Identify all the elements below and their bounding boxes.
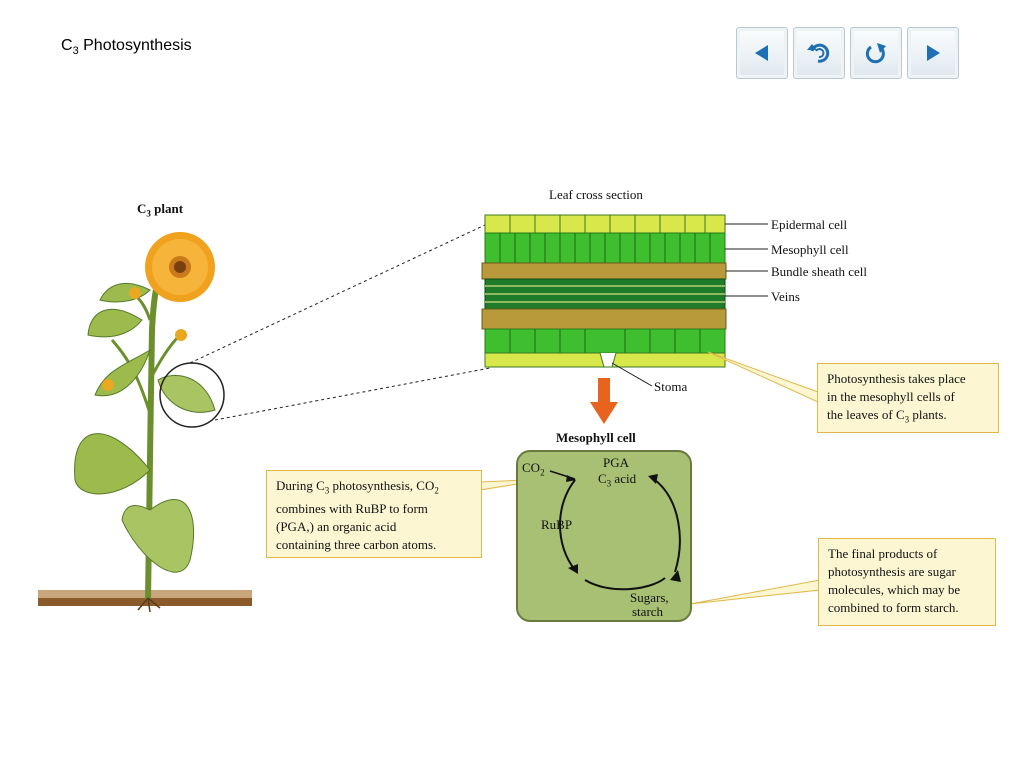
final-products-info-box: The final products of photosynthesis are… — [818, 538, 996, 626]
mesophyll-info-line-1: Photosynthesis takes place — [827, 371, 966, 386]
leaf-highlight-circle — [159, 362, 225, 428]
final-info-line-3: molecules, which may be — [828, 582, 961, 597]
next-button[interactable] — [907, 27, 959, 79]
c3-acid-label: C3 acid — [598, 471, 637, 489]
next-icon — [927, 45, 940, 61]
during-c3-info-box: During C3 photosynthesis, CO2 combines w… — [266, 470, 482, 558]
mesophyll-info-line-3: the leaves of C3 plants. — [827, 407, 947, 425]
final-info-line-4: combined to form starch. — [828, 600, 959, 615]
during-info-line-3: (PGA,) an organic acid — [276, 518, 397, 534]
replay-icon — [865, 43, 886, 64]
epidermal-cell-label: Epidermal cell — [771, 217, 848, 232]
sunflower-head — [145, 232, 215, 302]
mesophyll-info-line-2: in the mesophyll cells of — [827, 389, 955, 404]
zoom-down-arrow — [590, 378, 618, 424]
plant-heading: C3 plant — [137, 201, 184, 219]
return-icon — [807, 43, 830, 63]
soil-ground — [38, 590, 252, 606]
cross-section-leader-lines — [611, 223, 768, 387]
stoma-label: Stoma — [654, 379, 688, 394]
slide-title: C3 Photosynthesis — [61, 37, 192, 58]
mesophyll-info-box: Photosynthesis takes place in the mesoph… — [817, 363, 999, 433]
replay-button[interactable] — [850, 27, 902, 79]
final-info-line-2: photosynthesis are sugar — [828, 564, 956, 579]
mesophyll-cell-label: Mesophyll cell — [771, 242, 849, 257]
co2-label: CO2 — [522, 460, 545, 478]
previous-button[interactable] — [736, 27, 788, 79]
during-info-line-1: During C3 photosynthesis, CO2 — [276, 478, 439, 496]
rubp-label: RuBP — [541, 517, 573, 532]
leaf-cross-section-title: Leaf cross section — [549, 187, 643, 202]
final-info-line-1: The final products of — [828, 546, 938, 561]
sugars-label: Sugars, — [630, 590, 669, 605]
leaf-cross-section — [481, 214, 727, 368]
return-button[interactable] — [793, 27, 845, 79]
final-callout-pointer — [689, 579, 821, 605]
during-info-line-4: containing three carbon atoms. — [276, 536, 437, 552]
sunflower-plant — [74, 232, 216, 613]
veins-label: Veins — [771, 289, 800, 304]
mesophyll-callout-pointer — [707, 351, 819, 403]
pga-label: PGA — [603, 455, 630, 470]
starch-label: starch — [632, 604, 664, 619]
nav-toolbar — [736, 27, 959, 79]
zoom-line-top — [189, 224, 486, 364]
previous-icon — [755, 45, 768, 61]
mesophyll-cell-heading: Mesophyll cell — [556, 430, 636, 445]
bundle-sheath-label: Bundle sheath cell — [771, 264, 868, 279]
zoom-line-bottom — [214, 367, 491, 421]
during-info-line-2: combines with RuBP to form — [276, 500, 428, 516]
